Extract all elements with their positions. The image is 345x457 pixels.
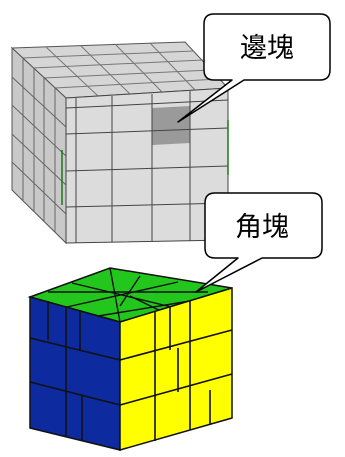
callout-corner-bubble [195,192,323,293]
edge-piece-highlight [152,106,190,145]
gray-cube-top-grid [21,42,220,97]
gray-cube-front-face [65,87,229,244]
gray-cube-front-grid [65,91,229,243]
square-one-right-face [119,286,233,451]
gray-5x5-cube [10,41,230,245]
callout-edge: 邊塊 [177,13,331,123]
callout-corner: 角塊 [195,192,323,293]
callout-edge-label: 邊塊 [240,33,294,64]
callout-corner-label: 角塊 [235,212,289,243]
square-one-left-face [29,296,121,451]
square-one-cube [27,267,233,451]
square-one-left-grid [29,301,121,440]
callout-edge-bubble [177,13,331,123]
square-one-right-grid [119,300,233,441]
gray-cube-left-grid [11,58,67,232]
